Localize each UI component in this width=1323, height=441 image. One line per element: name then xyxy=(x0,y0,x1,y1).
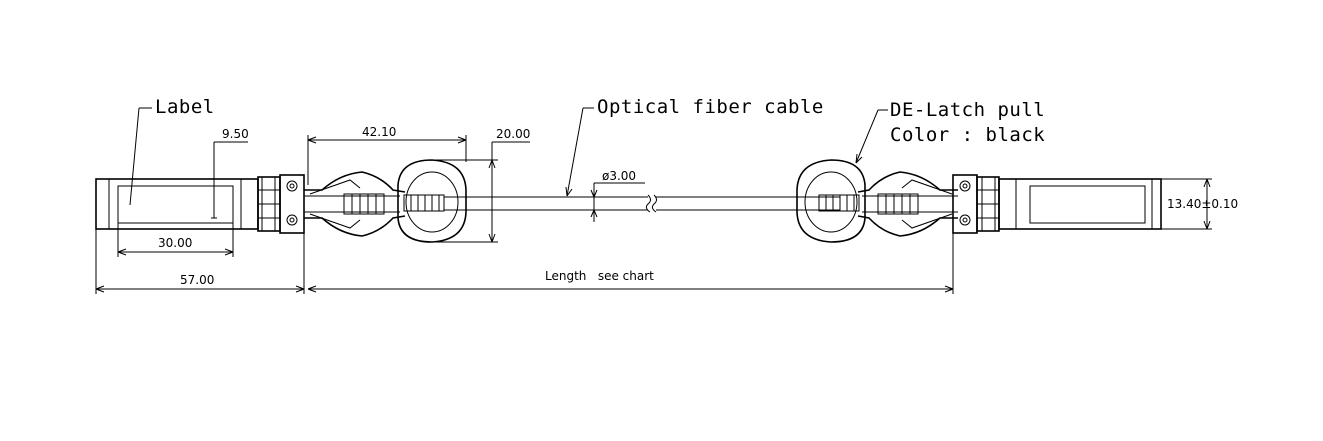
label-callout: Label xyxy=(155,96,215,118)
dim-module-height: 13.40±0.10 xyxy=(1167,197,1238,211)
dimension-texts: 9.50 42.10 20.00 ø3.00 30.00 57.00 Lengt… xyxy=(158,125,1238,287)
right-pull-tab xyxy=(796,159,958,243)
left-boot-block xyxy=(279,174,305,234)
color-callout: Color : black xyxy=(890,124,1045,146)
left-label-area xyxy=(117,185,234,224)
callout-texts: Label Optical fiber cable DE-Latch pull … xyxy=(155,96,1045,146)
left-pull-loop xyxy=(397,159,467,243)
delatch-callout: DE-Latch pull xyxy=(890,99,1045,121)
callout-leaders xyxy=(129,107,888,206)
optical-fiber-callout: Optical fiber cable xyxy=(597,96,824,118)
right-pull-loop xyxy=(796,159,866,243)
cable xyxy=(444,194,840,213)
dim-pull-tab-height: 20.00 xyxy=(496,127,530,141)
dim-module-length: 57.00 xyxy=(180,273,214,287)
right-label-area xyxy=(1029,185,1146,224)
dimension-lines xyxy=(95,135,1212,294)
screw-icon xyxy=(959,214,971,226)
right-module xyxy=(952,174,1162,234)
dim-label-width: 30.00 xyxy=(158,236,192,250)
right-module-body xyxy=(998,178,1162,230)
screw-icon xyxy=(286,214,298,226)
dim-pull-tab-length: 42.10 xyxy=(362,125,396,139)
left-pull-tab xyxy=(304,159,467,243)
screw-icon xyxy=(959,180,971,192)
dim-overall-length: Length see chart xyxy=(545,269,654,283)
dim-label-height: 9.50 xyxy=(222,127,249,141)
left-module xyxy=(95,174,305,234)
screw-icon xyxy=(286,180,298,192)
dim-cable-diameter: ø3.00 xyxy=(602,169,636,183)
